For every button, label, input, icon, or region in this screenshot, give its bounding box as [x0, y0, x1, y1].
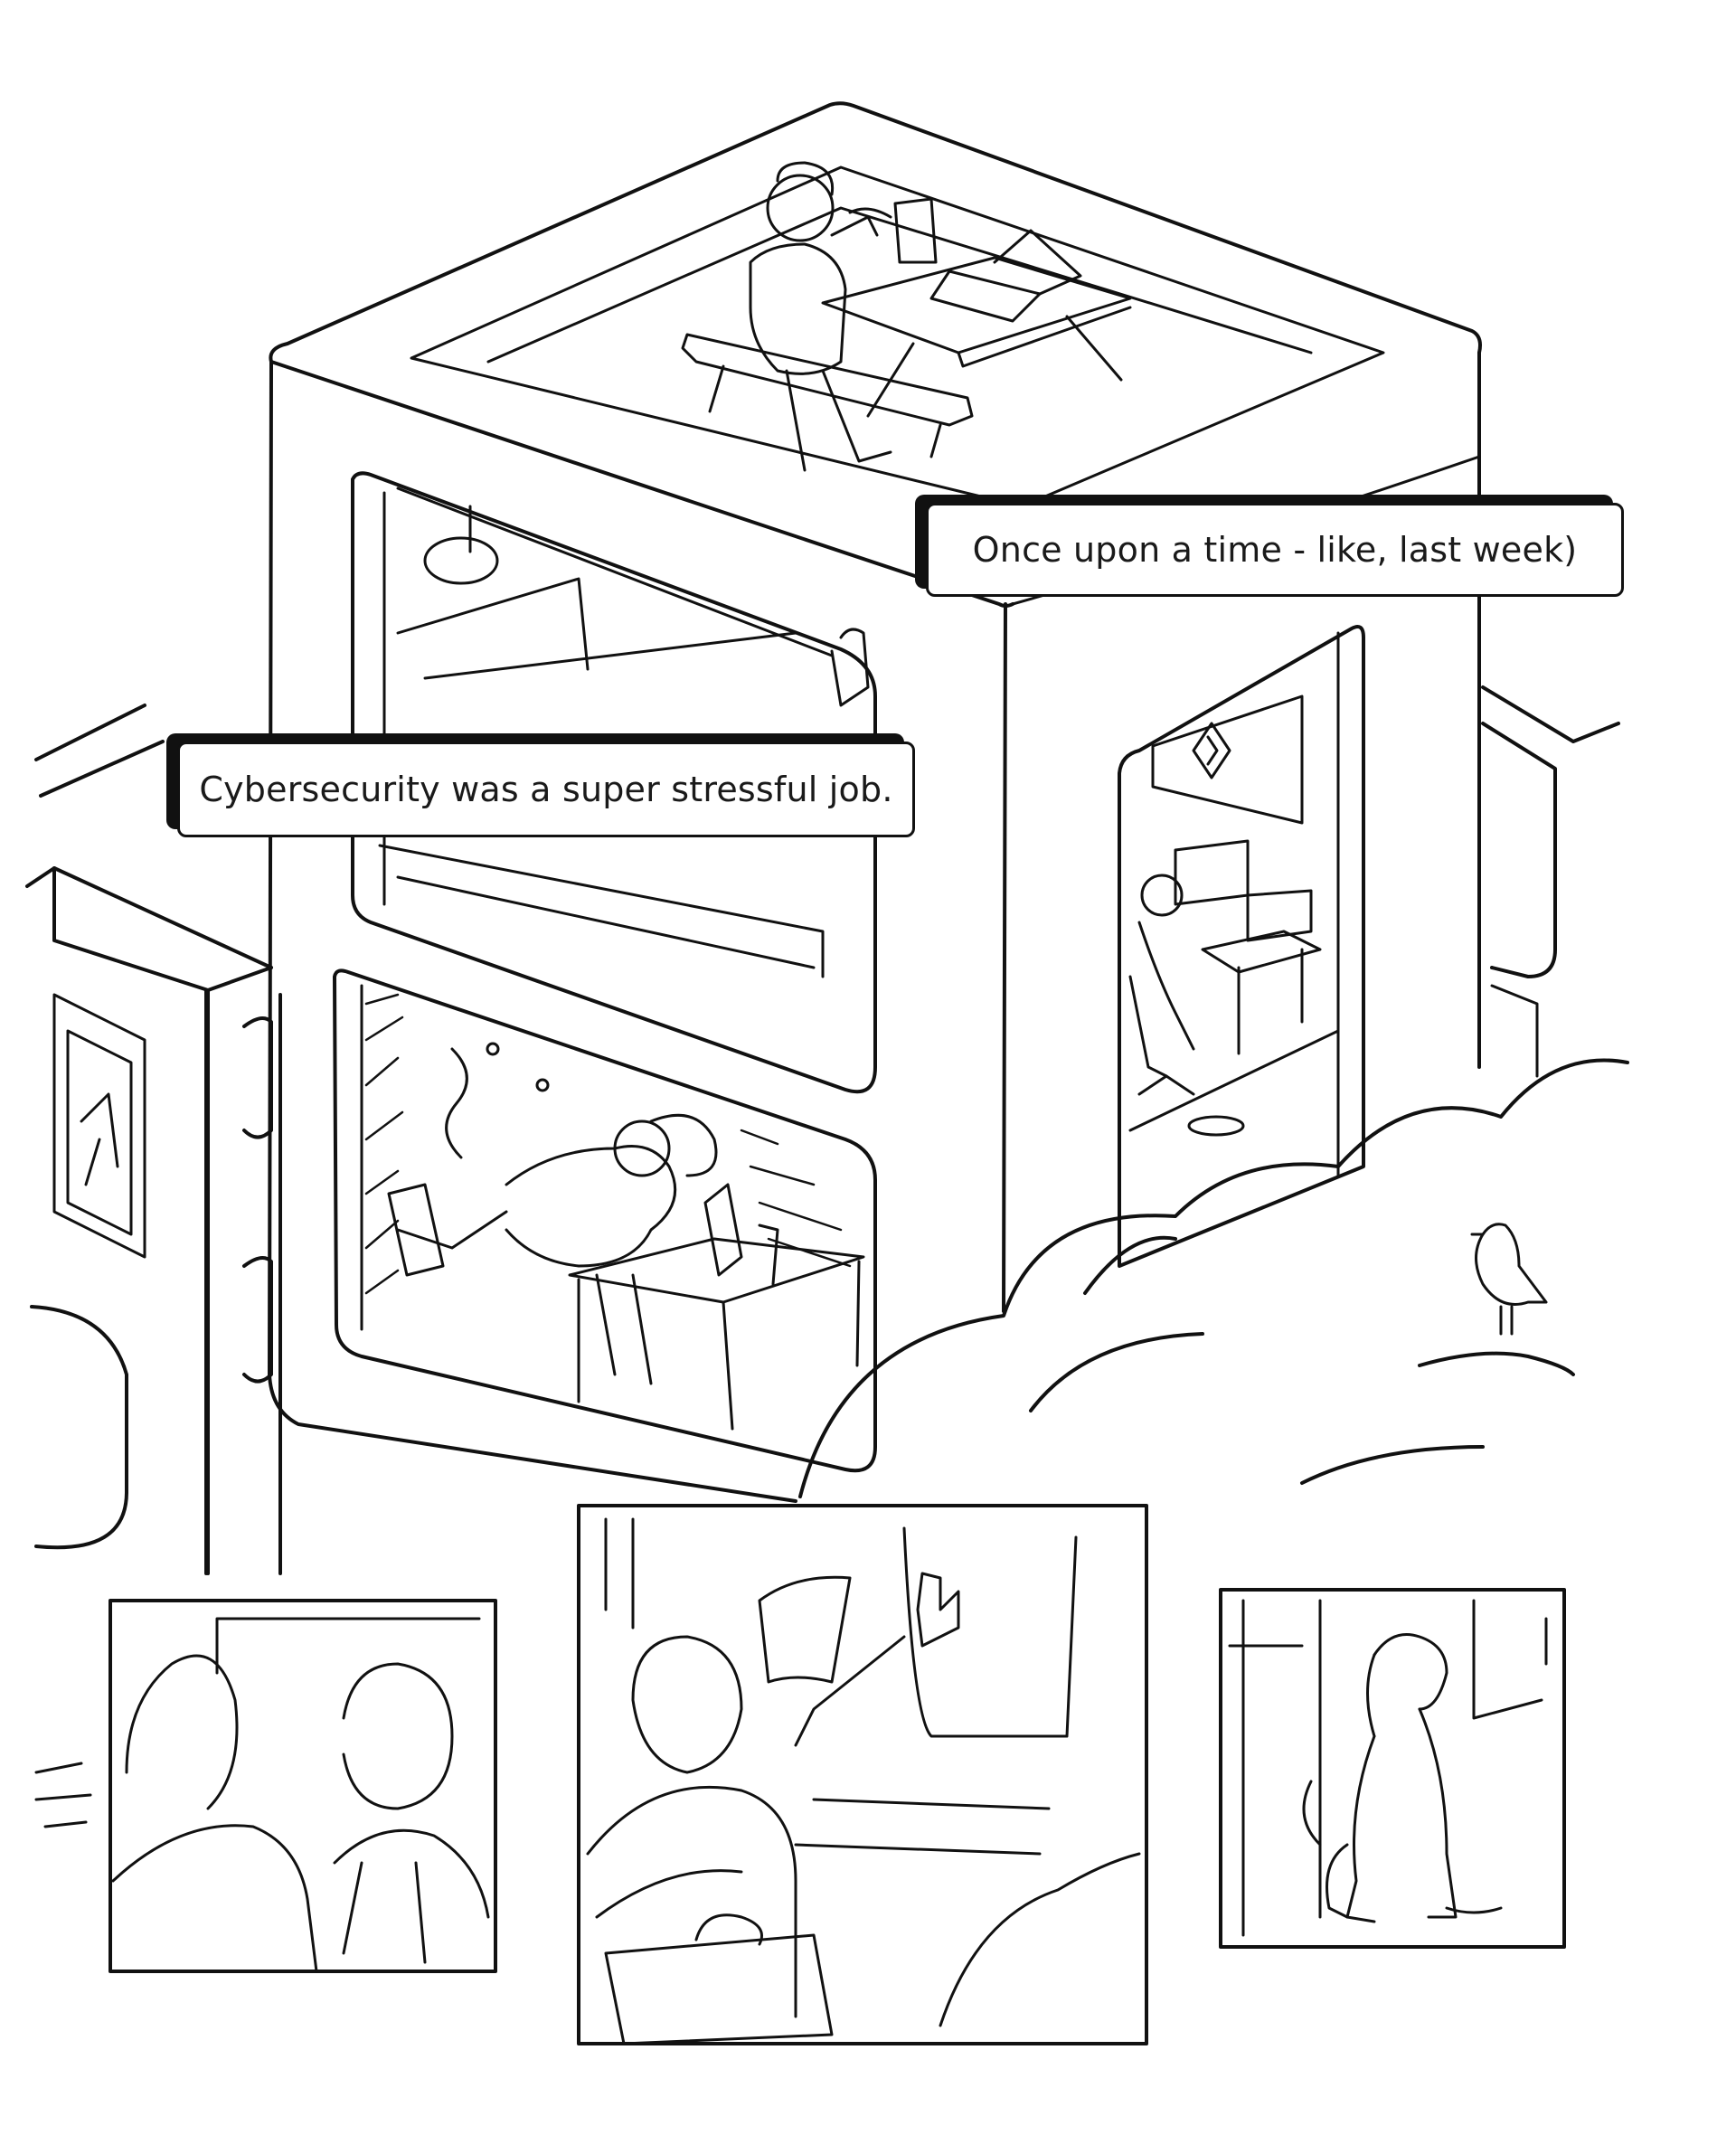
left-building: [27, 705, 271, 1573]
panel-rush-hour: [579, 1506, 1146, 2044]
panel-dog: [1221, 1590, 1564, 1947]
middle-window: [335, 970, 875, 1470]
caption-text: Once upon a time - like, last week): [972, 530, 1578, 570]
upper-window: [353, 473, 875, 1091]
panel-two-men: [36, 1601, 495, 1971]
right-building: [1483, 687, 1618, 1076]
caption-once-upon-a-time: Once upon a time - like, last week): [926, 503, 1624, 597]
right-window: [1119, 627, 1363, 1266]
caption-cybersecurity-stress: Cybersecurity was a super stressful job.: [177, 742, 915, 837]
caption-text: Cybersecurity was a super stressful job.: [199, 770, 893, 809]
rooftop-picnic: [683, 163, 1130, 470]
clouds: [800, 1061, 1628, 1497]
